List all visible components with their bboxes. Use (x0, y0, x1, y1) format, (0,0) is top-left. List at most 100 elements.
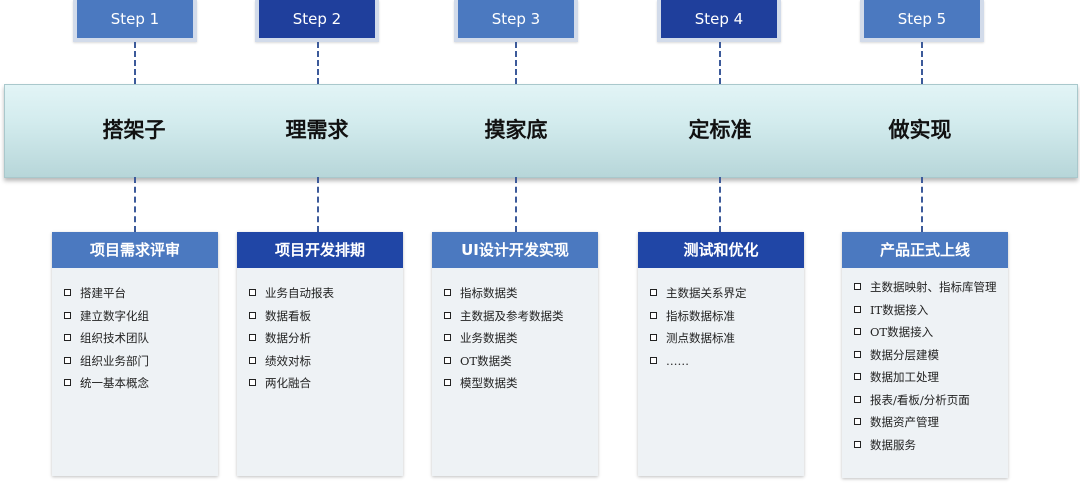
list-item-text: 报表/看板/分析页面 (870, 392, 970, 407)
card-item-list: 搭建平台 建立数字化组 组织技术团队 组织业务部门 统一基本概念 (52, 268, 218, 405)
phase-label-5: 做实现 (888, 118, 952, 142)
list-item: OT数据类 (442, 350, 588, 373)
list-item: 测点数据标准 (648, 327, 794, 350)
list-item: 主数据映射、指标库管理 (852, 276, 998, 299)
checkbox-square-icon (650, 289, 657, 296)
list-item: 两化融合 (247, 372, 393, 395)
checkbox-square-icon (650, 356, 657, 364)
list-item-text: 数据看板 (265, 308, 311, 323)
connector-step-2-top (317, 42, 319, 84)
connector-step-2-bottom (317, 177, 319, 232)
list-item-text: 测点数据标准 (666, 331, 735, 345)
checkbox-square-icon (249, 289, 256, 296)
card-step-5: 产品正式上线 主数据映射、指标库管理 IT数据接入 OT数据接入 数据分层建模 … (842, 232, 1008, 478)
card-step-4: 测试和优化 主数据关系界定 指标数据标准 测点数据标准 …… (638, 232, 804, 476)
card-step-3: UI设计开发实现 指标数据类 主数据及参考数据类 业务数据类 OT数据类 模型数… (432, 232, 598, 476)
card-item-list: 主数据关系界定 指标数据标准 测点数据标准 …… (638, 268, 804, 382)
list-item-text: 统一基本概念 (80, 376, 149, 390)
checkbox-square-icon (444, 379, 451, 386)
list-item: …… (648, 350, 794, 373)
card-title: 测试和优化 (638, 232, 804, 268)
list-item-text: 主数据关系界定 (666, 286, 747, 300)
list-item: 建立数字化组 (62, 305, 208, 328)
list-item-text: 模型数据类 (460, 376, 518, 390)
list-item: 报表/看板/分析页面 (852, 389, 998, 412)
list-item-text: IT数据接入 (870, 302, 929, 317)
list-item: 指标数据标准 (648, 305, 794, 328)
checkbox-square-icon (854, 305, 861, 313)
connector-step-1-bottom (134, 177, 136, 232)
list-item-text: 建立数字化组 (80, 308, 149, 323)
list-item-text: 指标数据类 (460, 286, 518, 300)
checkbox-square-icon (650, 334, 657, 341)
list-item-text: OT数据接入 (870, 325, 934, 339)
list-item-text: 数据资产管理 (870, 415, 939, 429)
list-item: 组织技术团队 (62, 327, 208, 350)
card-title: UI设计开发实现 (432, 232, 598, 268)
connector-step-5-top (921, 42, 923, 84)
list-item: 数据加工处理 (852, 366, 998, 389)
step-2-tab: Step 2 (255, 0, 379, 42)
list-item-text: 两化融合 (265, 376, 311, 390)
card-title: 项目开发排期 (237, 232, 403, 268)
list-item-text: …… (666, 353, 689, 368)
checkbox-square-icon (444, 334, 451, 341)
phase-label-1: 搭架子 (102, 118, 166, 142)
list-item-text: 组织技术团队 (80, 331, 149, 345)
checkbox-square-icon (64, 356, 71, 364)
phase-label-3: 摸家底 (484, 118, 548, 142)
card-step-2: 项目开发排期 业务自动报表 数据看板 数据分析 绩效对标 两化融合 (237, 232, 403, 476)
checkbox-square-icon (444, 356, 451, 364)
list-item: 主数据及参考数据类 (442, 305, 588, 328)
checkbox-square-icon (249, 311, 256, 319)
card-title: 产品正式上线 (842, 232, 1008, 268)
checkbox-square-icon (249, 356, 256, 364)
checkbox-square-icon (444, 289, 451, 296)
list-item-text: 数据分析 (265, 331, 311, 345)
checkbox-square-icon (64, 334, 71, 341)
step-1-tab: Step 1 (73, 0, 197, 42)
card-item-list: 业务自动报表 数据看板 数据分析 绩效对标 两化融合 (237, 268, 403, 405)
list-item-text: 数据分层建模 (870, 347, 939, 362)
checkbox-square-icon (854, 373, 861, 380)
card-step-1: 项目需求评审 搭建平台 建立数字化组 组织技术团队 组织业务部门 统一基本概念 (52, 232, 218, 476)
connector-step-4-bottom (719, 177, 721, 232)
list-item: 搭建平台 (62, 282, 208, 305)
connector-step-5-bottom (921, 177, 923, 232)
list-item: 数据服务 (852, 434, 998, 457)
list-item-text: 业务数据类 (460, 331, 518, 345)
checkbox-square-icon (854, 418, 861, 425)
step-5-tab: Step 5 (860, 0, 984, 42)
connector-step-3-top (515, 42, 517, 84)
list-item-text: 绩效对标 (265, 353, 311, 368)
list-item: 绩效对标 (247, 350, 393, 373)
list-item-text: 数据服务 (870, 437, 916, 452)
phase-band (4, 84, 1078, 178)
card-title: 项目需求评审 (52, 232, 218, 268)
list-item-text: 业务自动报表 (265, 286, 334, 300)
checkbox-square-icon (64, 311, 71, 319)
list-item: OT数据接入 (852, 321, 998, 344)
step-4-tab: Step 4 (657, 0, 781, 42)
phase-label-4: 定标准 (688, 118, 752, 142)
list-item: 统一基本概念 (62, 372, 208, 395)
list-item: 数据分析 (247, 327, 393, 350)
list-item: 业务数据类 (442, 327, 588, 350)
list-item: IT数据接入 (852, 299, 998, 322)
list-item: 数据分层建模 (852, 344, 998, 367)
checkbox-square-icon (854, 350, 861, 358)
list-item-text: OT数据类 (460, 353, 512, 368)
checkbox-square-icon (854, 395, 861, 403)
card-item-list: 指标数据类 主数据及参考数据类 业务数据类 OT数据类 模型数据类 (432, 268, 598, 405)
list-item: 数据资产管理 (852, 411, 998, 434)
checkbox-square-icon (650, 311, 657, 319)
checkbox-square-icon (64, 289, 71, 296)
connector-step-1-top (134, 42, 136, 84)
connector-step-4-top (719, 42, 721, 84)
checkbox-square-icon (854, 283, 861, 290)
list-item: 组织业务部门 (62, 350, 208, 373)
list-item-text: 搭建平台 (80, 286, 126, 300)
list-item: 业务自动报表 (247, 282, 393, 305)
checkbox-square-icon (444, 311, 451, 319)
